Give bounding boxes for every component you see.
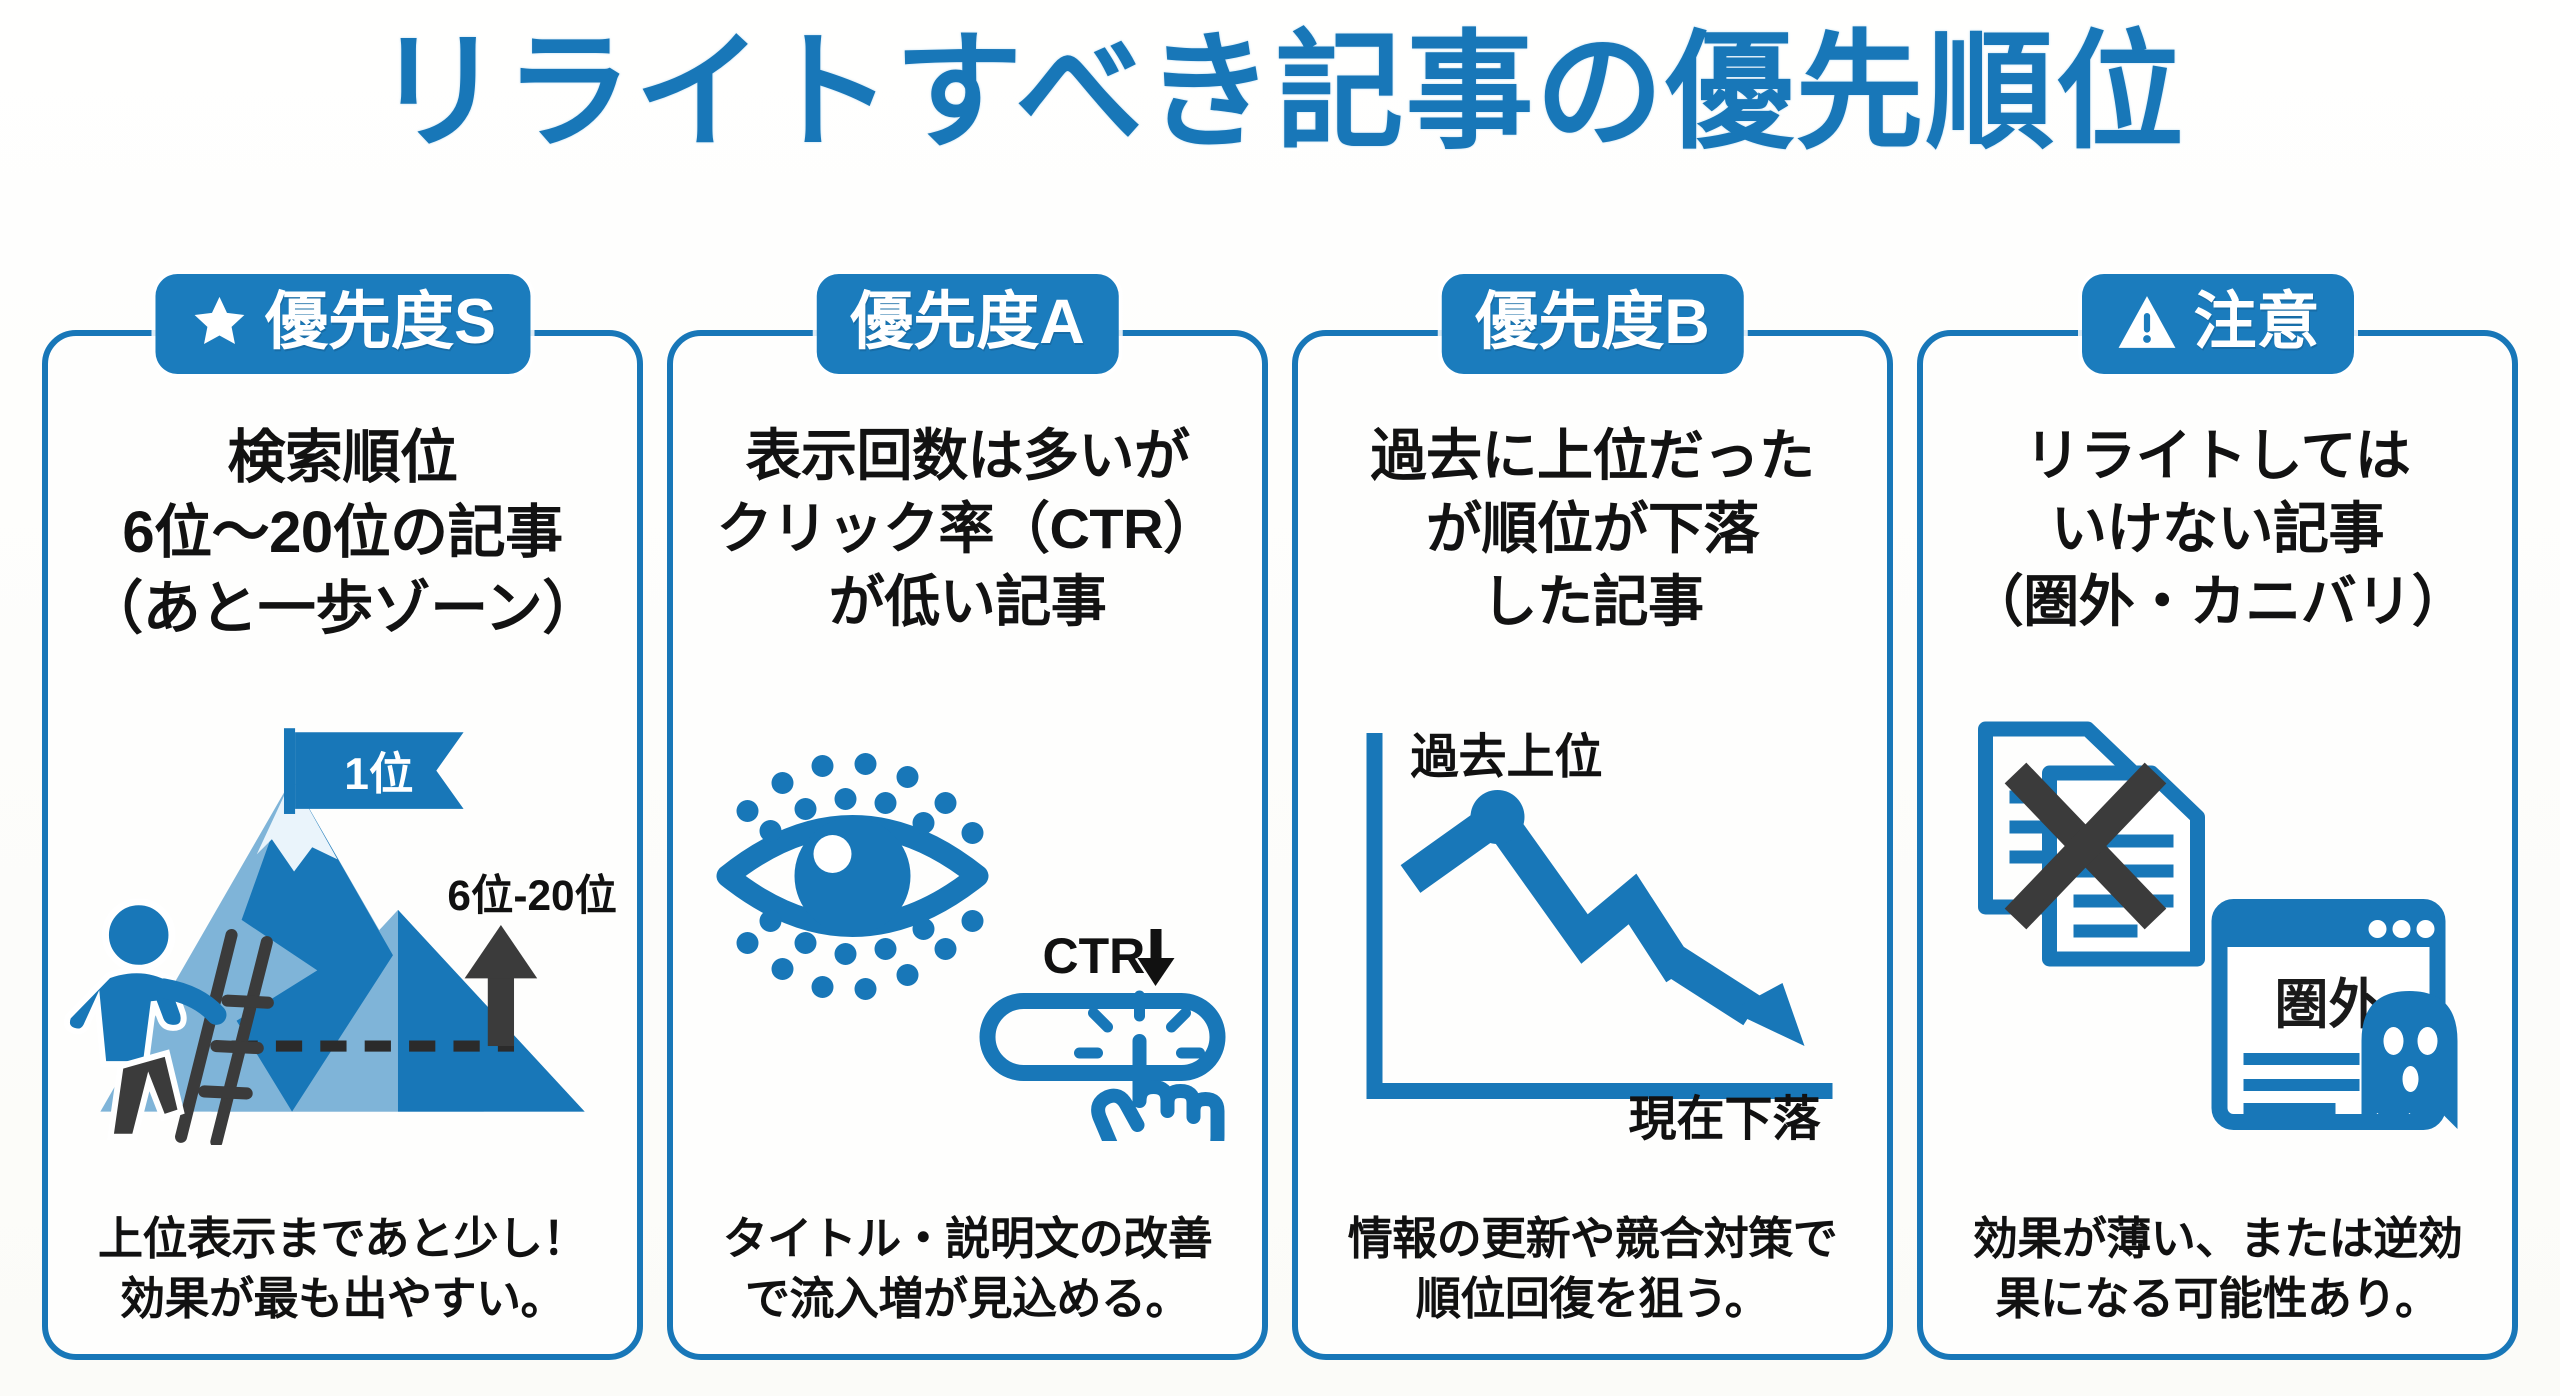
card-footnote: 情報の更新や競合対策で 順位回復を狙う。 (1347, 1213, 1838, 1324)
cta-button-shape (979, 992, 1226, 1081)
card-footnote: タイトル・説明文の改善 で流入増が見込める。 (722, 1213, 1213, 1324)
mountain-climb-illustration: 1位 6位-20位 (48, 646, 637, 1209)
card-footnote: 上位表示まであと少し！ 効果が最も出やすい。 (97, 1213, 588, 1324)
star-icon (189, 293, 249, 351)
page-title: リライトすべき記事の優先順位 (374, 21, 2186, 164)
card-headline: 表示回数は多いが クリック率（CTR） が低い記事 (716, 424, 1219, 633)
eye-ctr-illustration: CTR (673, 638, 1262, 1209)
current-down-label: 現在下落 (1628, 1093, 1821, 1141)
card-headline: 過去に上位だった が順位が下落 した記事 (1370, 424, 1816, 633)
range-label: 6位-20位 (447, 872, 617, 919)
badge-priority-b: 優先度B (1441, 274, 1744, 375)
warning-icon (2116, 293, 2178, 351)
down-arrow-icon (1137, 928, 1175, 986)
pointer-hand-icon (1091, 1033, 1225, 1141)
card-priority-a: 優先度A 表示回数は多いが クリック率（CTR） が低い記事 (667, 274, 1268, 1360)
badge-caution: 注意 (2081, 274, 2354, 375)
ctr-label: CTR (1043, 928, 1146, 984)
flag-label: 1位 (344, 749, 413, 798)
card-footnote: 効果が薄い、または逆効 果になる可能性あり。 (1972, 1213, 2463, 1324)
priority-card-grid: 優先度S 検索順位 6位〜20位の記事 （あと一歩ゾーン） (42, 274, 2518, 1360)
badge-label: 優先度S (264, 287, 497, 357)
badge-label: 注意 (2193, 287, 2320, 357)
card-headline: 検索順位 6位〜20位の記事 （あと一歩ゾーン） (85, 425, 600, 641)
cross-out-icon (2004, 762, 2167, 930)
card-headline: リライトしては いけない記事 （圏外・カニバリ） (1967, 424, 2468, 633)
card-priority-s: 優先度S 検索順位 6位〜20位の記事 （あと一歩ゾーン） (42, 274, 643, 1360)
past-top-label: 過去上位 (1411, 731, 1603, 784)
card-caution: 注意 リライトしては いけない記事 （圏外・カニバリ） (1917, 274, 2518, 1360)
no-rewrite-illustration: 圏外 (1923, 638, 2512, 1209)
badge-label: 優先度B (1475, 287, 1710, 357)
card-priority-b: 優先度B 過去に上位だった が順位が下落 した記事 過去上位 現在下落 情報 (1292, 274, 1893, 1360)
badge-label: 優先度A (850, 287, 1085, 357)
eye-icon (716, 814, 989, 937)
badge-priority-a: 優先度A (816, 274, 1119, 375)
ghost-icon (2361, 990, 2458, 1129)
declining-chart-illustration: 過去上位 現在下落 (1298, 638, 1887, 1209)
badge-priority-s: 優先度S (154, 274, 531, 375)
